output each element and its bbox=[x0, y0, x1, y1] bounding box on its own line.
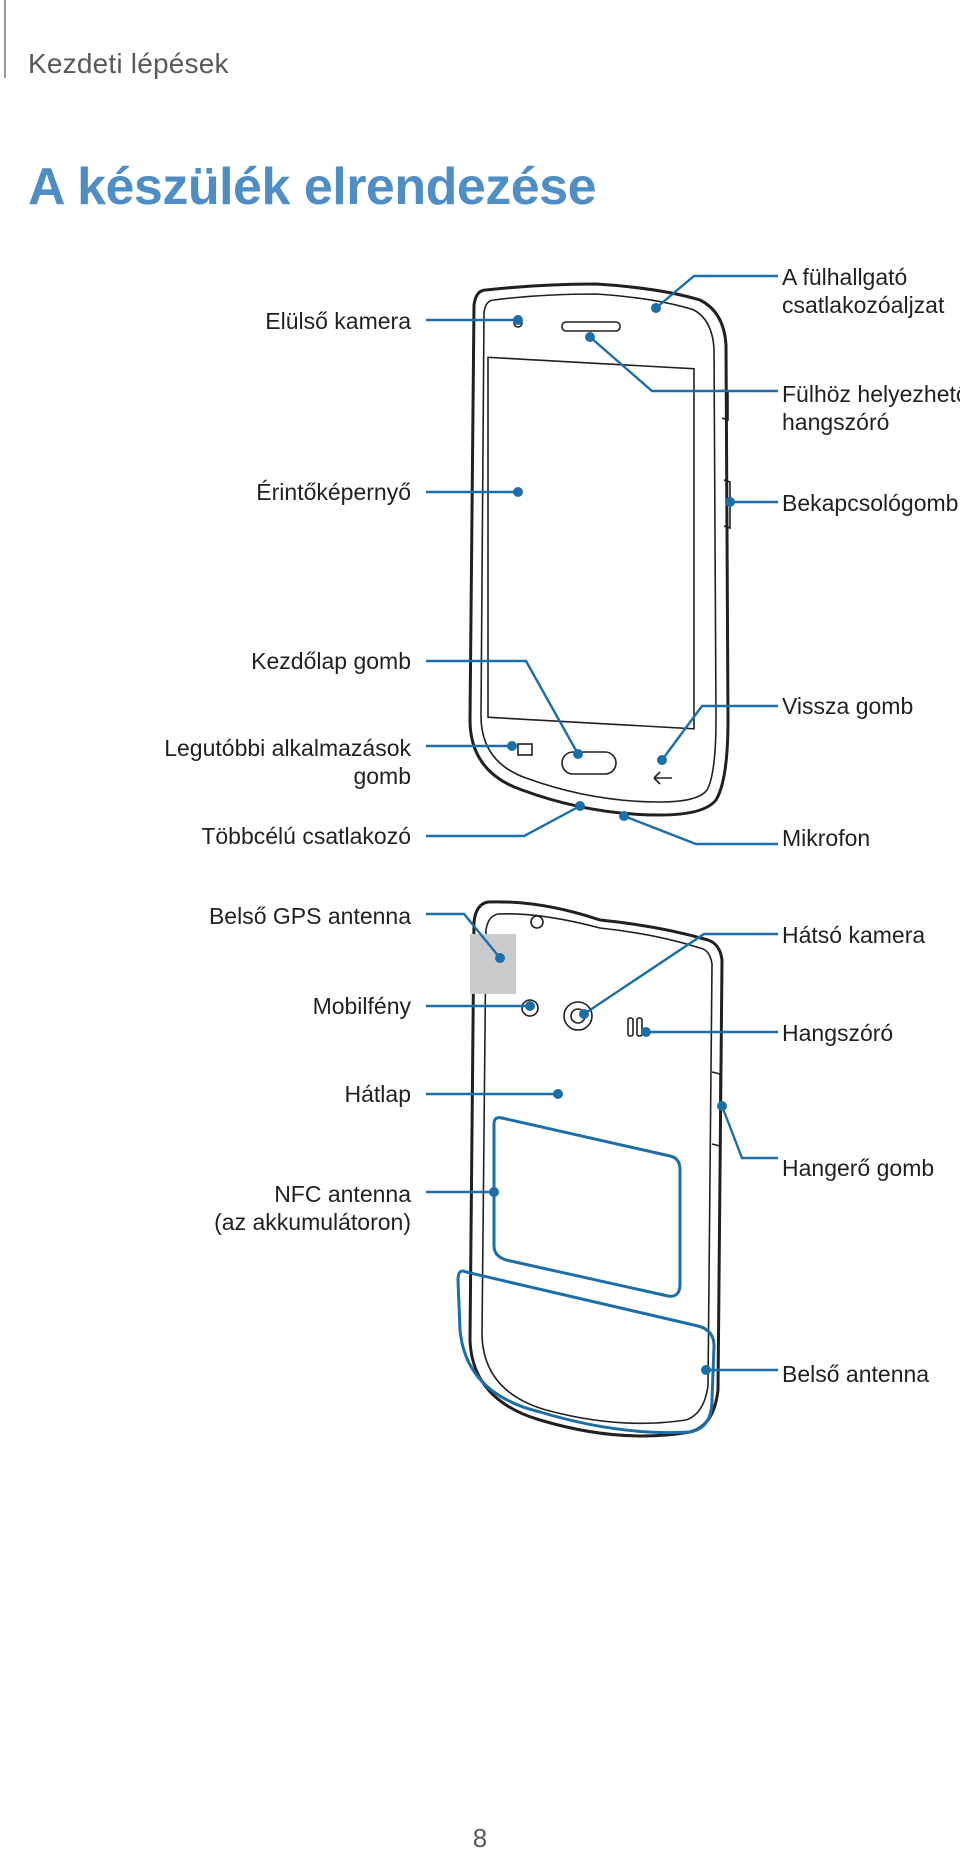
home-button-shape bbox=[561, 751, 617, 775]
label-headset-jack: A fülhallgató csatlakozóaljzat bbox=[782, 263, 944, 319]
label-earpiece-line2: hangszóró bbox=[782, 409, 890, 435]
label-front-camera: Elülső kamera bbox=[265, 308, 411, 334]
label-nfc-line1: NFC antenna bbox=[274, 1181, 411, 1207]
label-headset-jack-line1: A fülhallgató bbox=[782, 264, 908, 290]
header-rule bbox=[4, 0, 6, 78]
page-title: A készülék elrendezése bbox=[28, 158, 597, 216]
section-header: Kezdeti lépések bbox=[28, 48, 229, 79]
rear-camera-shape bbox=[563, 1001, 593, 1031]
back-callouts bbox=[426, 912, 778, 1375]
label-earpiece-line1: Fülhöz helyezhető bbox=[782, 381, 960, 407]
label-speaker: Hangszóró bbox=[782, 1020, 894, 1046]
label-power-button: Bekapcsológomb bbox=[782, 490, 959, 516]
main-antenna-outline bbox=[456, 1269, 716, 1435]
label-volume-button: Hangerő gomb bbox=[782, 1155, 935, 1181]
earpiece-grill bbox=[561, 321, 621, 332]
label-flash: Mobilfény bbox=[312, 993, 411, 1019]
back-icon bbox=[653, 771, 672, 785]
flash-shape bbox=[521, 999, 539, 1017]
label-touchscreen: Érintőképernyő bbox=[256, 479, 411, 505]
recent-apps-icon bbox=[517, 743, 533, 756]
label-microphone: Mikrofon bbox=[782, 825, 871, 851]
gps-antenna-area bbox=[470, 934, 516, 994]
label-rear-camera: Hátsó kamera bbox=[782, 922, 926, 948]
label-home-button: Kezdőlap gomb bbox=[251, 648, 411, 674]
label-earpiece: Fülhöz helyezhető hangszóró bbox=[782, 380, 960, 436]
label-headset-jack-line2: csatlakozóaljzat bbox=[782, 292, 945, 318]
label-recent-apps: Legutóbbi alkalmazások gomb bbox=[164, 734, 411, 790]
label-main-antenna: Belső antenna bbox=[782, 1361, 930, 1387]
label-nfc-line2: (az akkumulátoron) bbox=[214, 1209, 411, 1235]
label-back-cover: Hátlap bbox=[344, 1081, 411, 1107]
page-number: 8 bbox=[472, 1823, 488, 1853]
label-multipurpose-jack: Többcélú csatlakozó bbox=[201, 823, 411, 849]
label-gps-antenna: Belső GPS antenna bbox=[208, 903, 411, 929]
speaker-shape bbox=[627, 1017, 634, 1037]
phone-back-illustration bbox=[456, 900, 724, 1438]
label-recent-apps-line2: gomb bbox=[353, 763, 411, 789]
nfc-antenna-outline bbox=[492, 1116, 682, 1298]
label-recent-apps-line1: Legutóbbi alkalmazások bbox=[164, 735, 411, 761]
label-nfc-antenna: NFC antenna (az akkumulátoron) bbox=[214, 1180, 411, 1236]
label-back-button: Vissza gomb bbox=[782, 693, 914, 719]
phone-front-illustration bbox=[468, 282, 731, 817]
front-callouts bbox=[426, 274, 778, 846]
